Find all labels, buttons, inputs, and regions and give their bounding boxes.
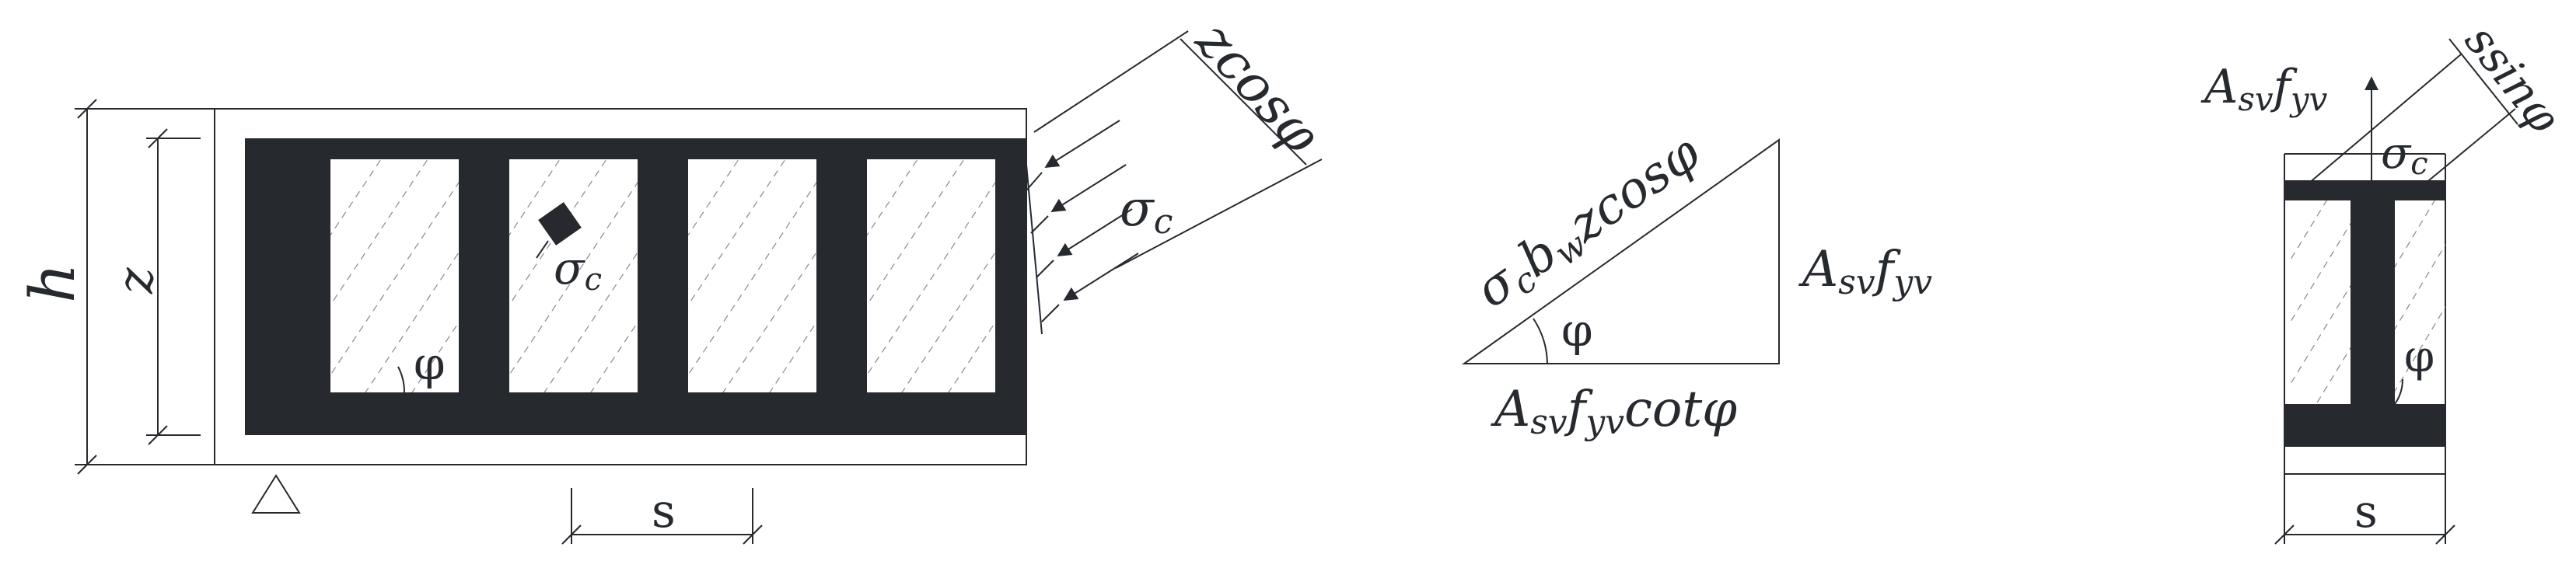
- beam-panel: σc φ h z s: [16, 10, 1333, 545]
- section-force-label: Asvfyv: [2200, 60, 2328, 118]
- dim-h-label: h: [16, 263, 89, 303]
- section-strut-width-label: ssinφ: [2455, 15, 2571, 143]
- force-triangle: φ σcbwzcosφ Asvfyv Asvfyvcotφ: [1461, 124, 1932, 442]
- dim-s-label: s: [652, 484, 676, 538]
- dim-ssin-line: [2448, 38, 2518, 125]
- load-stress-label: σc: [1120, 180, 1173, 242]
- pin-support-triangle-icon: [251, 474, 301, 514]
- triangle-angle-arc: [1533, 318, 1548, 364]
- angle-label: φ: [414, 337, 446, 390]
- stress-element-leader: [536, 240, 549, 259]
- truss-frame: [245, 138, 1026, 435]
- vertical-side-label: Asvfyv: [1798, 241, 1932, 302]
- dim-zcos-line: [1180, 38, 1307, 166]
- stress-element-label: σc: [554, 242, 602, 298]
- force-triangle-shape: [1461, 138, 1780, 364]
- stress-element-square: [538, 202, 582, 246]
- dim-z-label: z: [107, 267, 165, 294]
- strut-width-label: zcosφ: [1183, 10, 1333, 166]
- section-stress-label: σc: [2381, 128, 2428, 182]
- triangle-angle-label: φ: [1561, 304, 1593, 357]
- section-detail: φ Asvfyv σc ssinφ s: [2200, 15, 2571, 545]
- horizontal-side-label: Asvfyvcotφ: [1491, 381, 1737, 442]
- angle-arc: [397, 366, 406, 393]
- section-web: [2351, 200, 2395, 404]
- strut-load-arrows: [1024, 120, 1139, 335]
- hypotenuse-label: σcbwzcosφ: [1466, 124, 1713, 323]
- section-dim-s-label: s: [2354, 485, 2378, 538]
- strut-hatching: [330, 159, 995, 392]
- section-angle-label: φ: [2404, 332, 2434, 382]
- section-top-bar: [2284, 180, 2445, 200]
- section-bottom-bar: [2284, 404, 2445, 447]
